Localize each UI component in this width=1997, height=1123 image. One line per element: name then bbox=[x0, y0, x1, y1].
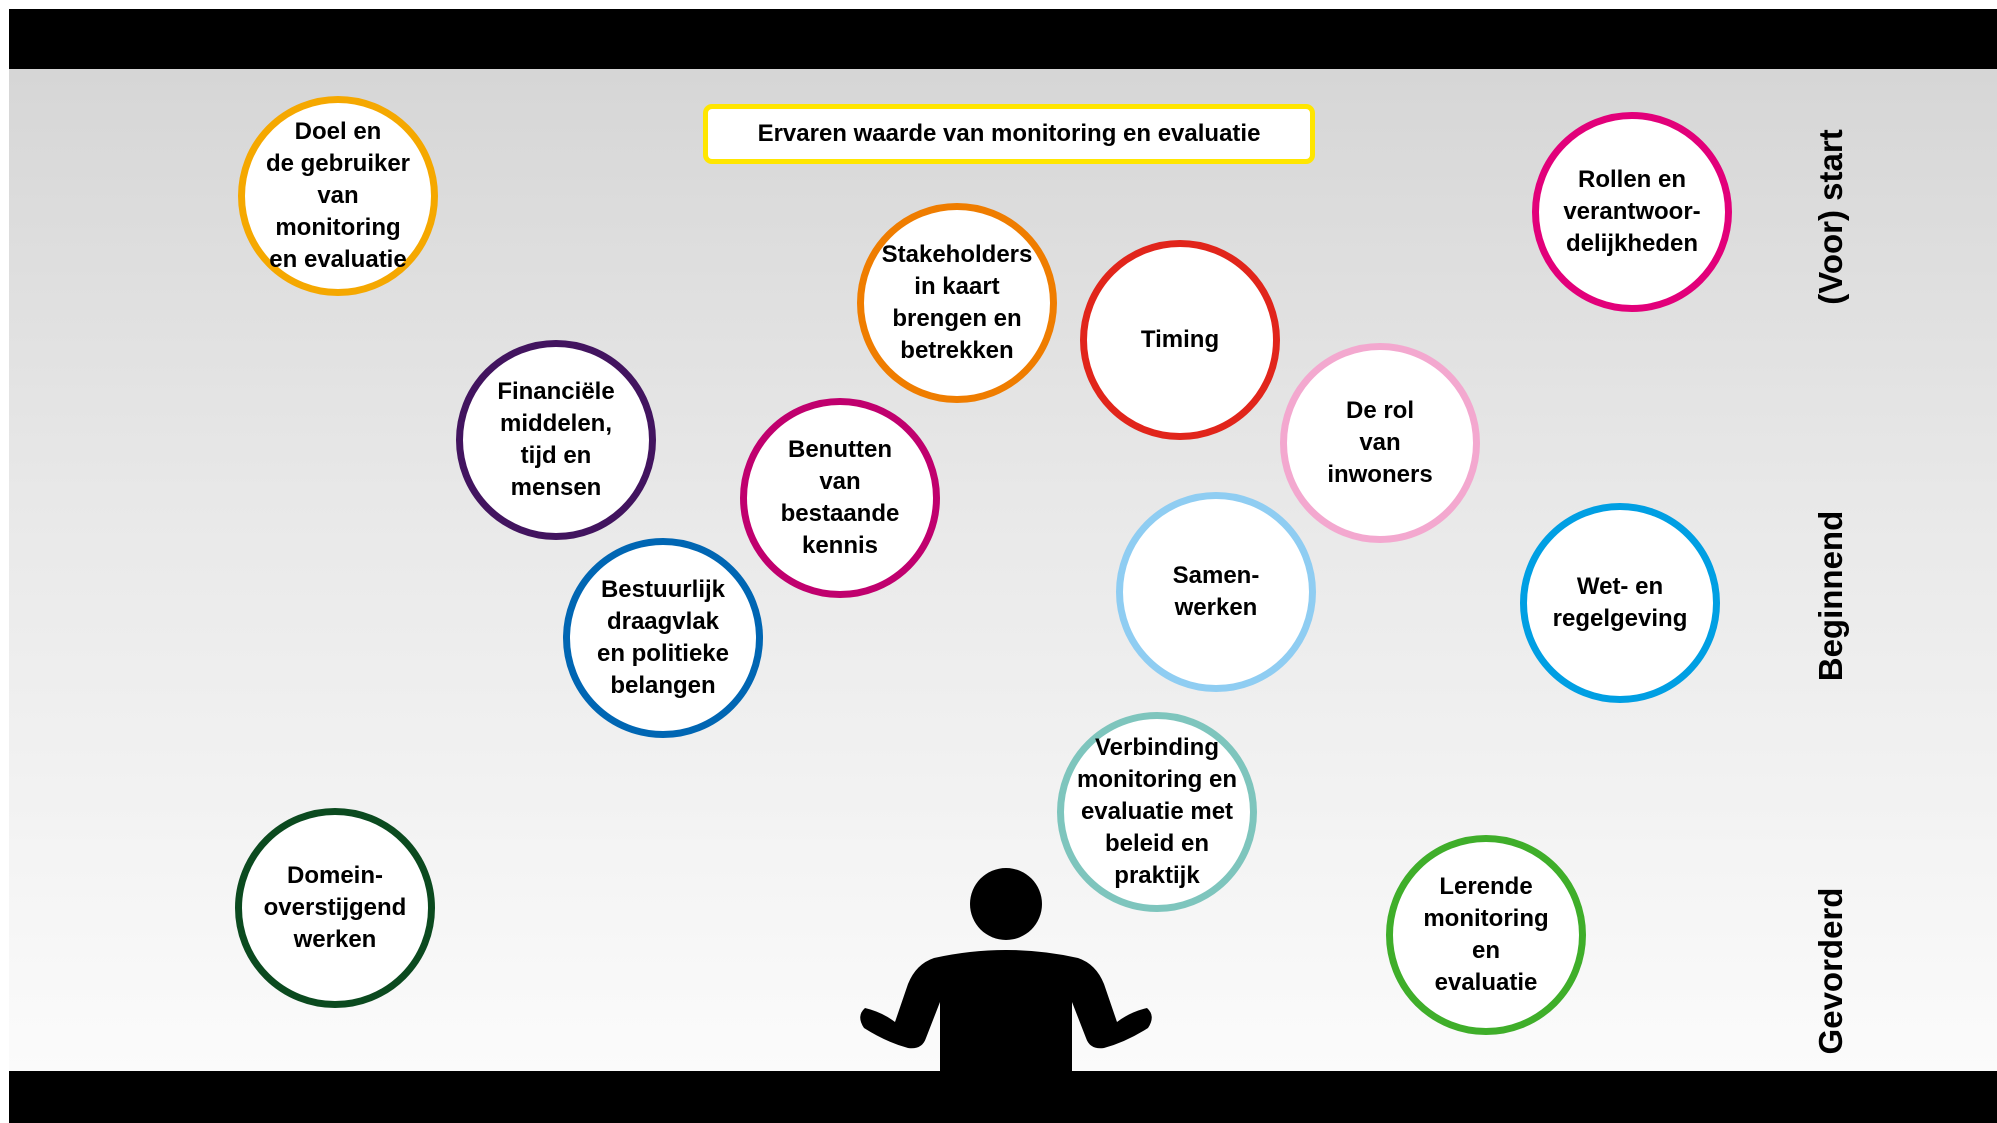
bubble-wet: Wet- en regelgeving bbox=[1520, 503, 1720, 703]
bottom-letterbox-bar bbox=[9, 1071, 1997, 1123]
bubble-rol-inwoners: De rol van inwoners bbox=[1280, 343, 1480, 543]
top-letterbox-bar bbox=[9, 9, 1997, 69]
person-shrug-icon bbox=[860, 868, 1152, 1072]
bubble-benutten: Benutten van bestaande kennis bbox=[740, 398, 940, 598]
bubble-rollen: Rollen en verantwoor- delijkheden bbox=[1532, 112, 1732, 312]
stage-label-beginnend: Beginnend bbox=[1812, 510, 1849, 682]
bubble-samenwerken: Samen- werken bbox=[1116, 492, 1316, 692]
stage-label-gevorderd: Gevorderd bbox=[1812, 887, 1849, 1055]
diagram-title: Ervaren waarde van monitoring en evaluat… bbox=[703, 104, 1315, 164]
person-body bbox=[860, 950, 1152, 1072]
bubble-financien: Financiële middelen, tijd en mensen bbox=[456, 340, 656, 540]
bubble-timing: Timing bbox=[1080, 240, 1280, 440]
bubble-lerende: Lerende monitoring en evaluatie bbox=[1386, 835, 1586, 1035]
bubble-domein: Domein- overstijgend werken bbox=[235, 808, 435, 1008]
person-head bbox=[970, 868, 1042, 940]
bubble-bestuurlijk: Bestuurlijk draagvlak en politieke belan… bbox=[563, 538, 763, 738]
stage-label-voorstart: (Voor) start bbox=[1812, 129, 1849, 305]
bubble-stakeholders: Stakeholders in kaart brengen en betrekk… bbox=[857, 203, 1057, 403]
bubble-verbinding: Verbinding monitoring en evaluatie met b… bbox=[1057, 712, 1257, 912]
bubble-doel: Doel en de gebruiker van monitoring en e… bbox=[238, 96, 438, 296]
